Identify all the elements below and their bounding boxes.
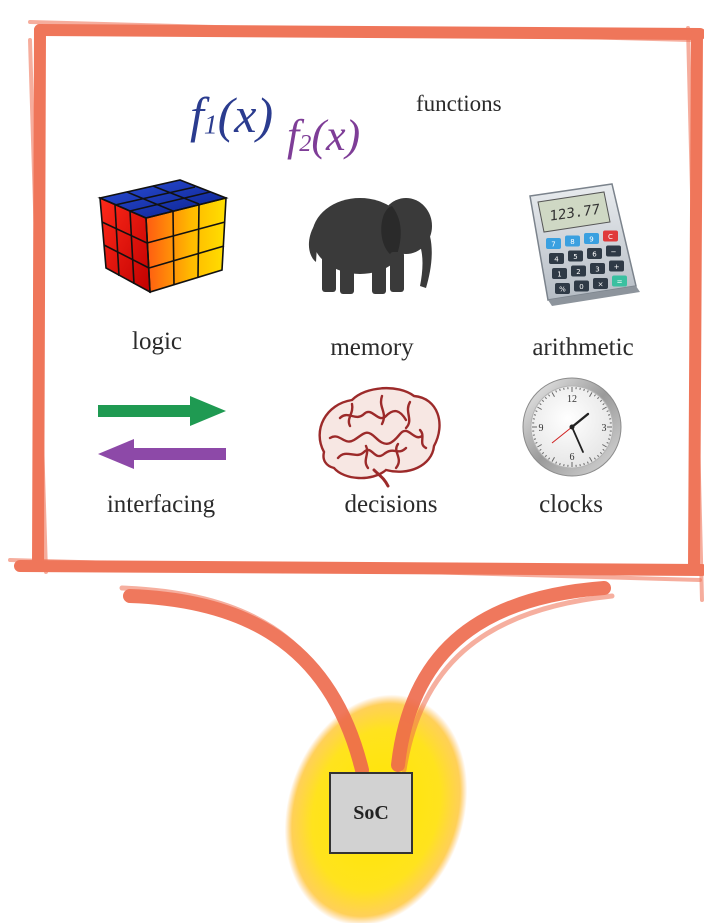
elephant-icon bbox=[308, 198, 432, 294]
svg-text:5: 5 bbox=[573, 253, 577, 261]
clock-tick bbox=[559, 388, 561, 392]
soc-label: SoC bbox=[353, 801, 389, 824]
label-arithmetic: arithmetic bbox=[532, 334, 634, 361]
clock-tick bbox=[535, 410, 538, 413]
svg-text:6: 6 bbox=[592, 251, 597, 259]
bubble-frame bbox=[8, 20, 704, 602]
label-logic: logic bbox=[132, 328, 182, 355]
svg-text:8: 8 bbox=[570, 238, 574, 246]
calculator-icon: 123.77 7 8 9 C 4 5 6 − 1 2 3 +% 0 × = bbox=[529, 183, 640, 306]
clock-tick bbox=[593, 457, 596, 460]
clock-tick bbox=[593, 394, 596, 397]
calculator-key: × bbox=[593, 278, 608, 289]
svg-text:C: C bbox=[608, 233, 613, 241]
svg-text:=: = bbox=[617, 278, 623, 286]
clock-tick bbox=[551, 457, 555, 462]
clock-tick bbox=[537, 444, 542, 448]
clock-number-3: 3 bbox=[602, 423, 607, 434]
clock-tick bbox=[555, 461, 558, 464]
bubble-tail bbox=[119, 581, 615, 777]
clock-tick bbox=[548, 394, 551, 397]
clock-number-12: 12 bbox=[567, 394, 577, 405]
label-memory: memory bbox=[330, 334, 414, 361]
clock-icon: 12 3 6 9 bbox=[522, 377, 622, 477]
formula-f2: f2(x) bbox=[287, 111, 361, 160]
clock-tick bbox=[602, 406, 607, 410]
clock-tick bbox=[539, 448, 542, 451]
calculator-key: 6 bbox=[587, 248, 602, 259]
svg-text:9: 9 bbox=[589, 236, 593, 244]
calculator-key: 9 bbox=[584, 233, 599, 244]
calculator-key: 5 bbox=[568, 250, 583, 262]
bidirectional-arrows-icon bbox=[98, 396, 226, 469]
clock-tick bbox=[607, 438, 611, 440]
label-interfacing: interfacing bbox=[106, 491, 216, 518]
calculator-key: 8 bbox=[565, 235, 580, 247]
svg-text:1: 1 bbox=[557, 271, 561, 279]
soc-chip: SoC bbox=[329, 772, 413, 854]
clock-tick bbox=[602, 444, 607, 448]
clock-number-9: 9 bbox=[539, 423, 544, 434]
svg-text:−: − bbox=[611, 248, 617, 256]
svg-text:%: % bbox=[559, 286, 566, 294]
clock-tick bbox=[597, 396, 600, 400]
clock-tick bbox=[602, 403, 605, 406]
clock-tick bbox=[599, 399, 603, 402]
calculator-key: % bbox=[555, 283, 570, 294]
clock-tick bbox=[544, 396, 547, 400]
clock-tick bbox=[541, 452, 545, 455]
svg-text:3: 3 bbox=[595, 266, 599, 274]
clock-tick bbox=[548, 457, 551, 460]
calculator-key: + bbox=[609, 260, 624, 272]
clock-tick bbox=[533, 438, 537, 440]
calculator-key: 0 bbox=[574, 280, 589, 292]
brain-icon bbox=[318, 386, 441, 488]
clock-tick bbox=[586, 461, 589, 464]
clock-tick bbox=[535, 441, 538, 444]
clock-tick bbox=[589, 392, 593, 397]
label-decisions: decisions bbox=[344, 491, 438, 518]
calculator-key: 7 bbox=[546, 238, 561, 249]
clock-tick bbox=[599, 452, 603, 455]
formula-f1: f1(x) bbox=[190, 87, 274, 143]
clock-tick bbox=[551, 392, 555, 397]
svg-text:4: 4 bbox=[554, 256, 559, 264]
clock-tick bbox=[589, 457, 593, 462]
clock-tick bbox=[606, 441, 609, 444]
calculator-key: 2 bbox=[571, 265, 586, 277]
clock-tick bbox=[602, 448, 605, 451]
clock-tick bbox=[607, 414, 611, 416]
calculator-key: 1 bbox=[552, 268, 567, 279]
clock-tick bbox=[537, 406, 542, 410]
label-clocks: clocks bbox=[539, 491, 603, 518]
calculator-key: 3 bbox=[590, 263, 605, 274]
calculator-key: C bbox=[603, 230, 618, 242]
calculator-display: 123.77 bbox=[549, 202, 600, 225]
arrow-left-icon bbox=[98, 439, 226, 469]
clock-tick bbox=[583, 388, 585, 392]
clock-tick bbox=[533, 414, 537, 416]
clock-tick bbox=[586, 390, 589, 393]
clock-tick bbox=[539, 403, 542, 406]
clock-number-6: 6 bbox=[570, 452, 575, 463]
svg-text:2: 2 bbox=[576, 268, 580, 276]
clock-tick bbox=[555, 390, 558, 393]
clock-tick bbox=[559, 462, 561, 466]
functions-label: functions bbox=[416, 91, 502, 116]
calculator-key: = bbox=[612, 275, 627, 287]
svg-text:+: + bbox=[614, 263, 620, 271]
clock-tick bbox=[583, 462, 585, 466]
svg-text:0: 0 bbox=[579, 283, 583, 291]
svg-text:×: × bbox=[598, 281, 604, 289]
rubiks-cube-icon bbox=[97, 179, 229, 294]
calculator-key: − bbox=[606, 245, 621, 257]
clock-tick bbox=[544, 454, 547, 458]
clock-tick bbox=[597, 454, 600, 458]
arrow-right-icon bbox=[98, 396, 226, 426]
clock-tick bbox=[541, 399, 545, 402]
calculator-key: 4 bbox=[549, 253, 564, 264]
clock-tick bbox=[606, 410, 609, 413]
svg-text:7: 7 bbox=[551, 241, 555, 249]
